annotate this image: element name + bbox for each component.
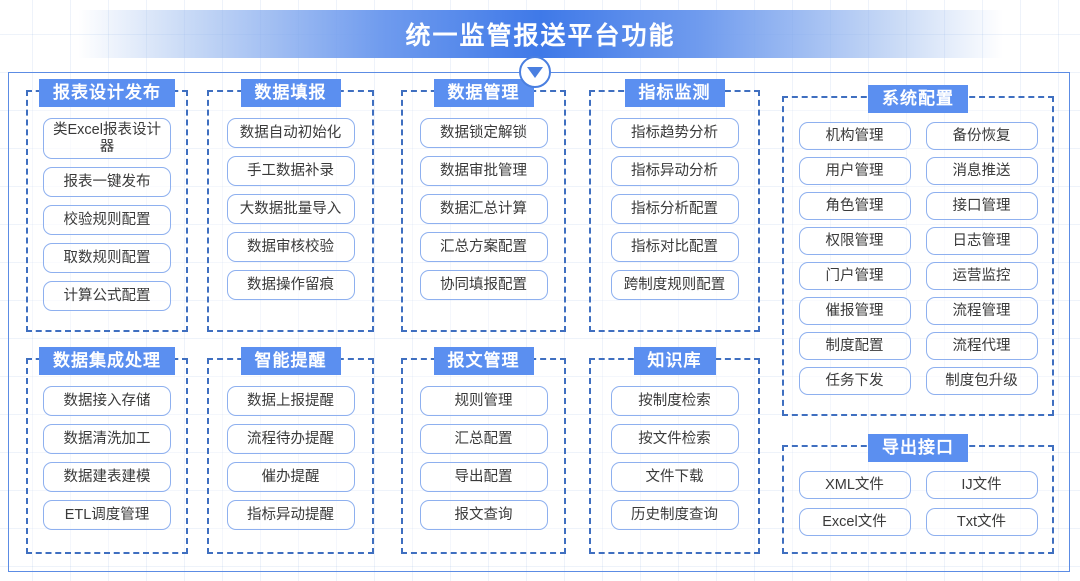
- chevron-down-triangle: [527, 67, 543, 78]
- panel-items-data-management: 数据锁定解锁 数据审批管理 数据汇总计算 汇总方案配置 协同填报配置: [403, 118, 564, 326]
- panel-data-management: 数据管理 数据锁定解锁 数据审批管理 数据汇总计算 汇总方案配置 协同填报配置: [401, 79, 566, 332]
- page-title: 统一监管报送平台功能: [405, 22, 676, 50]
- page-title-banner: 统一监管报送平台功能: [78, 10, 1003, 58]
- item-export-config[interactable]: 导出配置: [419, 462, 548, 492]
- panel-title-knowledge-base: 知识库: [633, 347, 716, 375]
- panel-title-data-management: 数据管理: [433, 79, 534, 107]
- panel-title-report-design-publish: 报表设计发布: [39, 79, 175, 107]
- item-indicator-analysis-config[interactable]: 指标分析配置: [610, 194, 739, 224]
- item-data-ingest-storage[interactable]: 数据接入存储: [43, 386, 171, 416]
- panel-items-data-integration: 数据接入存储 数据清洗加工 数据建表建模 ETL调度管理: [28, 386, 186, 548]
- panel-data-integration: 数据集成处理 数据接入存储 数据清洗加工 数据建表建模 ETL调度管理: [26, 347, 188, 554]
- item-portal-management[interactable]: 门户管理: [798, 262, 911, 290]
- item-indicator-anomaly-analysis[interactable]: 指标异动分析: [610, 156, 739, 186]
- item-data-approval-management[interactable]: 数据审批管理: [419, 156, 548, 186]
- item-manual-data-entry[interactable]: 手工数据补录: [226, 156, 355, 186]
- item-workflow-management[interactable]: 流程管理: [925, 297, 1038, 325]
- item-aggregation-config[interactable]: 汇总配置: [419, 424, 548, 454]
- panel-items-indicator-monitoring: 指标趋势分析 指标异动分析 指标分析配置 指标对比配置 跨制度规则配置: [591, 118, 758, 326]
- panel-items-data-filling: 数据自动初始化 手工数据补录 大数据批量导入 数据审核校验 数据操作留痕: [209, 118, 372, 326]
- item-urge-report-management[interactable]: 催报管理: [798, 297, 911, 325]
- panel-title-data-filling: 数据填报: [240, 79, 341, 107]
- panel-system-configuration: 系统配置 机构管理 备份恢复 用户管理 消息推送 角色管理 接口管理 权限管理 …: [782, 85, 1054, 416]
- item-org-management[interactable]: 机构管理: [798, 122, 911, 150]
- item-excel-file[interactable]: Excel文件: [798, 508, 911, 536]
- item-message-push[interactable]: 消息推送: [925, 157, 1038, 185]
- item-message-query[interactable]: 报文查询: [419, 500, 548, 530]
- panel-items-smart-reminder: 数据上报提醒 流程待办提醒 催办提醒 指标异动提醒: [209, 386, 372, 548]
- item-indicator-trend-analysis[interactable]: 指标趋势分析: [610, 118, 739, 148]
- panel-items-export-interface: XML文件 IJ文件 Excel文件 Txt文件: [784, 471, 1052, 548]
- item-rule-management[interactable]: 规则管理: [419, 386, 548, 416]
- item-data-operation-trace[interactable]: 数据操作留痕: [226, 270, 355, 300]
- panel-title-indicator-monitoring: 指标监测: [624, 79, 725, 107]
- panel-indicator-monitoring: 指标监测 指标趋势分析 指标异动分析 指标分析配置 指标对比配置 跨制度规则配置: [589, 79, 760, 332]
- item-backup-restore[interactable]: 备份恢复: [925, 122, 1038, 150]
- item-data-table-modeling[interactable]: 数据建表建模: [43, 462, 171, 492]
- item-fetch-rule-config[interactable]: 取数规则配置: [43, 243, 171, 274]
- item-workflow-todo-reminder[interactable]: 流程待办提醒: [226, 424, 355, 454]
- panel-title-message-management: 报文管理: [433, 347, 534, 375]
- item-cross-system-rule-config[interactable]: 跨制度规则配置: [610, 270, 739, 300]
- item-data-auto-init[interactable]: 数据自动初始化: [226, 118, 355, 148]
- item-data-lock-unlock[interactable]: 数据锁定解锁: [419, 118, 548, 148]
- item-data-cleaning[interactable]: 数据清洗加工: [43, 424, 171, 454]
- panel-title-data-integration: 数据集成处理: [39, 347, 175, 375]
- item-user-management[interactable]: 用户管理: [798, 157, 911, 185]
- panel-items-knowledge-base: 按制度检索 按文件检索 文件下载 历史制度查询: [591, 386, 758, 548]
- item-permission-management[interactable]: 权限管理: [798, 227, 911, 255]
- panel-title-export-interface: 导出接口: [868, 434, 968, 462]
- item-collaborative-filling-config[interactable]: 协同填报配置: [419, 270, 548, 300]
- item-role-management[interactable]: 角色管理: [798, 192, 911, 220]
- item-indicator-comparison-config[interactable]: 指标对比配置: [610, 232, 739, 262]
- item-report-one-click-publish[interactable]: 报表一键发布: [43, 167, 171, 198]
- panel-title-system-configuration: 系统配置: [868, 85, 968, 113]
- item-urge-reminder[interactable]: 催办提醒: [226, 462, 355, 492]
- item-excel-report-designer[interactable]: 类Excel报表设计器: [43, 118, 171, 160]
- item-indicator-anomaly-reminder[interactable]: 指标异动提醒: [226, 500, 355, 530]
- panel-items-system-configuration: 机构管理 备份恢复 用户管理 消息推送 角色管理 接口管理 权限管理 日志管理 …: [784, 122, 1052, 410]
- item-log-management[interactable]: 日志管理: [925, 227, 1038, 255]
- item-file-download[interactable]: 文件下载: [610, 462, 739, 492]
- panel-knowledge-base: 知识库 按制度检索 按文件检索 文件下载 历史制度查询: [589, 347, 760, 554]
- item-system-package-upgrade[interactable]: 制度包升级: [925, 367, 1038, 395]
- panel-title-smart-reminder: 智能提醒: [240, 347, 341, 375]
- item-history-system-query[interactable]: 历史制度查询: [610, 500, 739, 530]
- item-txt-file[interactable]: Txt文件: [925, 508, 1038, 536]
- item-system-config[interactable]: 制度配置: [798, 332, 911, 360]
- item-operation-monitoring[interactable]: 运营监控: [925, 262, 1038, 290]
- item-xml-file[interactable]: XML文件: [798, 471, 911, 499]
- item-search-by-system[interactable]: 按制度检索: [610, 386, 739, 416]
- item-search-by-file[interactable]: 按文件检索: [610, 424, 739, 454]
- item-validation-rule-config[interactable]: 校验规则配置: [43, 205, 171, 236]
- item-task-dispatch[interactable]: 任务下发: [798, 367, 911, 395]
- panel-message-management: 报文管理 规则管理 汇总配置 导出配置 报文查询: [401, 347, 566, 554]
- item-ij-file[interactable]: IJ文件: [925, 471, 1038, 499]
- panel-items-report-design-publish: 类Excel报表设计器 报表一键发布 校验规则配置 取数规则配置 计算公式配置: [28, 118, 186, 326]
- panel-smart-reminder: 智能提醒 数据上报提醒 流程待办提醒 催办提醒 指标异动提醒: [207, 347, 374, 554]
- item-etl-schedule-management[interactable]: ETL调度管理: [43, 500, 171, 530]
- panel-export-interface: 导出接口 XML文件 IJ文件 Excel文件 Txt文件: [782, 434, 1054, 554]
- item-data-report-reminder[interactable]: 数据上报提醒: [226, 386, 355, 416]
- chevron-down-icon: [519, 56, 551, 88]
- item-workflow-delegate[interactable]: 流程代理: [925, 332, 1038, 360]
- panel-report-design-publish: 报表设计发布 类Excel报表设计器 报表一键发布 校验规则配置 取数规则配置 …: [26, 79, 188, 332]
- item-data-audit-check[interactable]: 数据审核校验: [226, 232, 355, 262]
- item-bulk-data-import[interactable]: 大数据批量导入: [226, 194, 355, 224]
- item-interface-management[interactable]: 接口管理: [925, 192, 1038, 220]
- item-data-aggregation-calc[interactable]: 数据汇总计算: [419, 194, 548, 224]
- item-formula-config[interactable]: 计算公式配置: [43, 281, 171, 312]
- panel-items-message-management: 规则管理 汇总配置 导出配置 报文查询: [403, 386, 564, 548]
- item-aggregation-scheme-config[interactable]: 汇总方案配置: [419, 232, 548, 262]
- panel-data-filling: 数据填报 数据自动初始化 手工数据补录 大数据批量导入 数据审核校验 数据操作留…: [207, 79, 374, 332]
